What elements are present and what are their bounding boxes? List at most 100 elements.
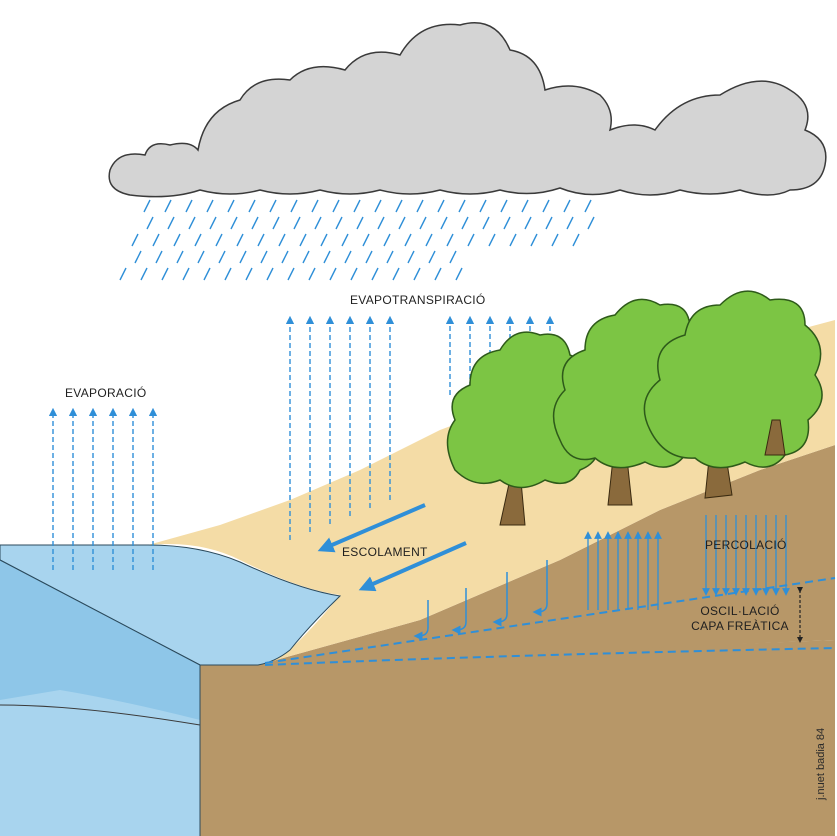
label-evapotranspiration: EVAPOTRANSPIRACIÓ bbox=[350, 293, 486, 307]
rain-streak bbox=[194, 233, 202, 247]
rain bbox=[119, 199, 595, 281]
label-water-table-line2: CAPA FREÀTICA bbox=[691, 619, 789, 633]
rain-streak bbox=[320, 233, 328, 247]
runoff-arrow-1 bbox=[317, 503, 426, 553]
rain-streak bbox=[542, 199, 550, 213]
rain-streak bbox=[455, 267, 463, 281]
rain-streak bbox=[341, 233, 349, 247]
rain-streak bbox=[398, 216, 406, 230]
rain-streak bbox=[395, 199, 403, 213]
rain-streak bbox=[293, 216, 301, 230]
rain-streak bbox=[272, 216, 280, 230]
rain-streak bbox=[167, 216, 175, 230]
infiltration-arrow bbox=[413, 600, 429, 641]
rain-streak bbox=[299, 233, 307, 247]
rain-streak bbox=[143, 199, 151, 213]
label-water-table-oscillation: OSCIL·LACIÓ CAPA FREÀTICA bbox=[685, 604, 795, 634]
rain-streak bbox=[281, 250, 289, 264]
rain-streak bbox=[257, 233, 265, 247]
rain-streak bbox=[545, 216, 553, 230]
rain-streak bbox=[353, 199, 361, 213]
rain-streak bbox=[155, 250, 163, 264]
capillary-rise-arrows bbox=[584, 531, 662, 610]
rain-streak bbox=[197, 250, 205, 264]
rain-streak bbox=[266, 267, 274, 281]
rain-streak bbox=[416, 199, 424, 213]
rain-streak bbox=[182, 267, 190, 281]
rain-streak bbox=[434, 267, 442, 281]
rain-streak bbox=[227, 199, 235, 213]
rain-streak bbox=[173, 233, 181, 247]
rain-streak bbox=[239, 250, 247, 264]
rain-streak bbox=[269, 199, 277, 213]
rain-streak bbox=[407, 250, 415, 264]
tree-3 bbox=[643, 290, 823, 499]
rain-streak bbox=[488, 233, 496, 247]
label-evaporation: EVAPORACIÓ bbox=[65, 386, 147, 400]
rain-streak bbox=[203, 267, 211, 281]
rain-streak bbox=[551, 233, 559, 247]
rain-streak bbox=[140, 267, 148, 281]
water-surface bbox=[0, 544, 342, 666]
rain-streak bbox=[323, 250, 331, 264]
rain-streak bbox=[482, 216, 490, 230]
rain-streak bbox=[131, 233, 139, 247]
label-runoff: ESCOLAMENT bbox=[342, 545, 428, 559]
evaporation-arrows bbox=[48, 407, 158, 570]
water-table-lower bbox=[264, 647, 836, 666]
runoff-arrow-2 bbox=[358, 541, 467, 592]
rain-streak bbox=[524, 216, 532, 230]
artist-signature: j.nuet badia 84 bbox=[815, 727, 827, 800]
rain-streak bbox=[206, 199, 214, 213]
infiltration-arrow bbox=[532, 560, 548, 617]
rain-streak bbox=[230, 216, 238, 230]
rain-streak bbox=[362, 233, 370, 247]
rain-streak bbox=[215, 233, 223, 247]
rain-streak bbox=[446, 233, 454, 247]
rain-streak bbox=[440, 216, 448, 230]
rain-streak bbox=[332, 199, 340, 213]
rain-streak bbox=[224, 267, 232, 281]
infiltration-arrow bbox=[451, 588, 467, 635]
soil-front-face bbox=[200, 640, 835, 836]
rain-streak bbox=[218, 250, 226, 264]
rain-streak bbox=[161, 267, 169, 281]
rain-streak bbox=[308, 267, 316, 281]
rain-streak bbox=[344, 250, 352, 264]
rain-streak bbox=[425, 233, 433, 247]
rain-streak bbox=[428, 250, 436, 264]
infiltration-arrow bbox=[492, 572, 508, 627]
rain-streak bbox=[302, 250, 310, 264]
lake-bed-line bbox=[0, 704, 201, 726]
rain-streak bbox=[572, 233, 580, 247]
rain-streak bbox=[152, 233, 160, 247]
rain-streak bbox=[458, 199, 466, 213]
rain-streak bbox=[164, 199, 172, 213]
label-water-table-line1: OSCIL·LACIÓ bbox=[700, 604, 780, 618]
rain-streak bbox=[146, 216, 154, 230]
rain-streak bbox=[365, 250, 373, 264]
rain-streak bbox=[404, 233, 412, 247]
percolation-arrows bbox=[702, 515, 790, 596]
rain-streak bbox=[185, 199, 193, 213]
rain-streak bbox=[245, 267, 253, 281]
rain-streak bbox=[290, 199, 298, 213]
cloud bbox=[108, 22, 827, 198]
rain-streak bbox=[209, 216, 217, 230]
rain-streak bbox=[392, 267, 400, 281]
rain-streak bbox=[311, 199, 319, 213]
rain-streak bbox=[479, 199, 487, 213]
rain-streak bbox=[356, 216, 364, 230]
rain-streak bbox=[350, 267, 358, 281]
rain-streak bbox=[386, 250, 394, 264]
rain-streak bbox=[314, 216, 322, 230]
water-table-upper bbox=[264, 577, 836, 664]
rain-streak bbox=[278, 233, 286, 247]
rain-streak bbox=[521, 199, 529, 213]
rain-streak bbox=[563, 199, 571, 213]
rain-streak bbox=[509, 233, 517, 247]
rain-streak bbox=[419, 216, 427, 230]
rain-streak bbox=[251, 216, 259, 230]
